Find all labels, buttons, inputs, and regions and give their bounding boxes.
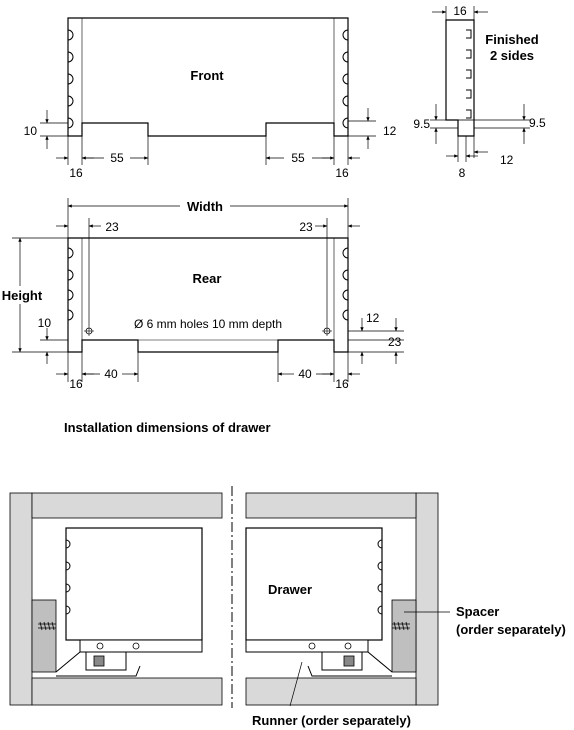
front-dim-right-height: 12: [383, 124, 397, 138]
runner-label: Runner (order separately): [252, 713, 411, 728]
rear-hole-offset-left: 23: [105, 220, 119, 234]
front-dim-right-side: 16: [335, 166, 349, 180]
side-detail: [445, 19, 475, 137]
runner-leader: [289, 661, 303, 707]
rear-title: Rear: [193, 271, 222, 286]
cabinet-section-right: [245, 492, 439, 706]
front-dimensions: [40, 108, 376, 165]
front-dim-left-height: 10: [24, 124, 38, 138]
side-bottom-width: 8: [459, 166, 466, 180]
diagram-caption: Installation dimensions of drawer: [64, 420, 271, 435]
front-dim-left-side: 16: [69, 166, 83, 180]
front-title: Front: [190, 68, 224, 83]
finished-label-line1: Finished: [485, 32, 539, 47]
spacer-label-line2: (order separately): [456, 622, 566, 637]
rear-dim-right-side: 16: [335, 377, 349, 391]
front-panel: Front: [67, 17, 349, 137]
side-left-offset: 9.5: [413, 117, 430, 131]
side-bottom-right: 12: [500, 153, 514, 167]
spacer-label-line1: Spacer: [456, 604, 499, 619]
cabinet-section-left: [9, 492, 223, 706]
rear-dim-right-23: 23: [388, 335, 402, 349]
side-right-offset: 9.5: [529, 116, 546, 130]
rear-dim-left-notch: 40: [104, 367, 118, 381]
rear-dim-right-notch: 40: [298, 367, 312, 381]
drawer-label: Drawer: [268, 582, 312, 597]
side-detail-dimensions: [430, 6, 530, 162]
rear-dimensions: [12, 198, 404, 382]
rear-dim-left-side: 16: [69, 377, 83, 391]
rear-holes-note: Ø 6 mm holes 10 mm depth: [134, 317, 282, 331]
rear-height-label: Height: [2, 288, 43, 303]
front-dim-left-notch: 55: [110, 151, 124, 165]
front-dim-right-notch: 55: [291, 151, 305, 165]
rear-dim-right-12: 12: [366, 311, 380, 325]
rear-hole-offset-right: 23: [299, 220, 313, 234]
rear-width-label: Width: [187, 199, 223, 214]
rear-dim-left-height: 10: [38, 316, 52, 330]
side-top-width: 16: [453, 4, 467, 18]
finished-label-line2: 2 sides: [490, 48, 534, 63]
rear-panel: Rear: [67, 237, 349, 353]
